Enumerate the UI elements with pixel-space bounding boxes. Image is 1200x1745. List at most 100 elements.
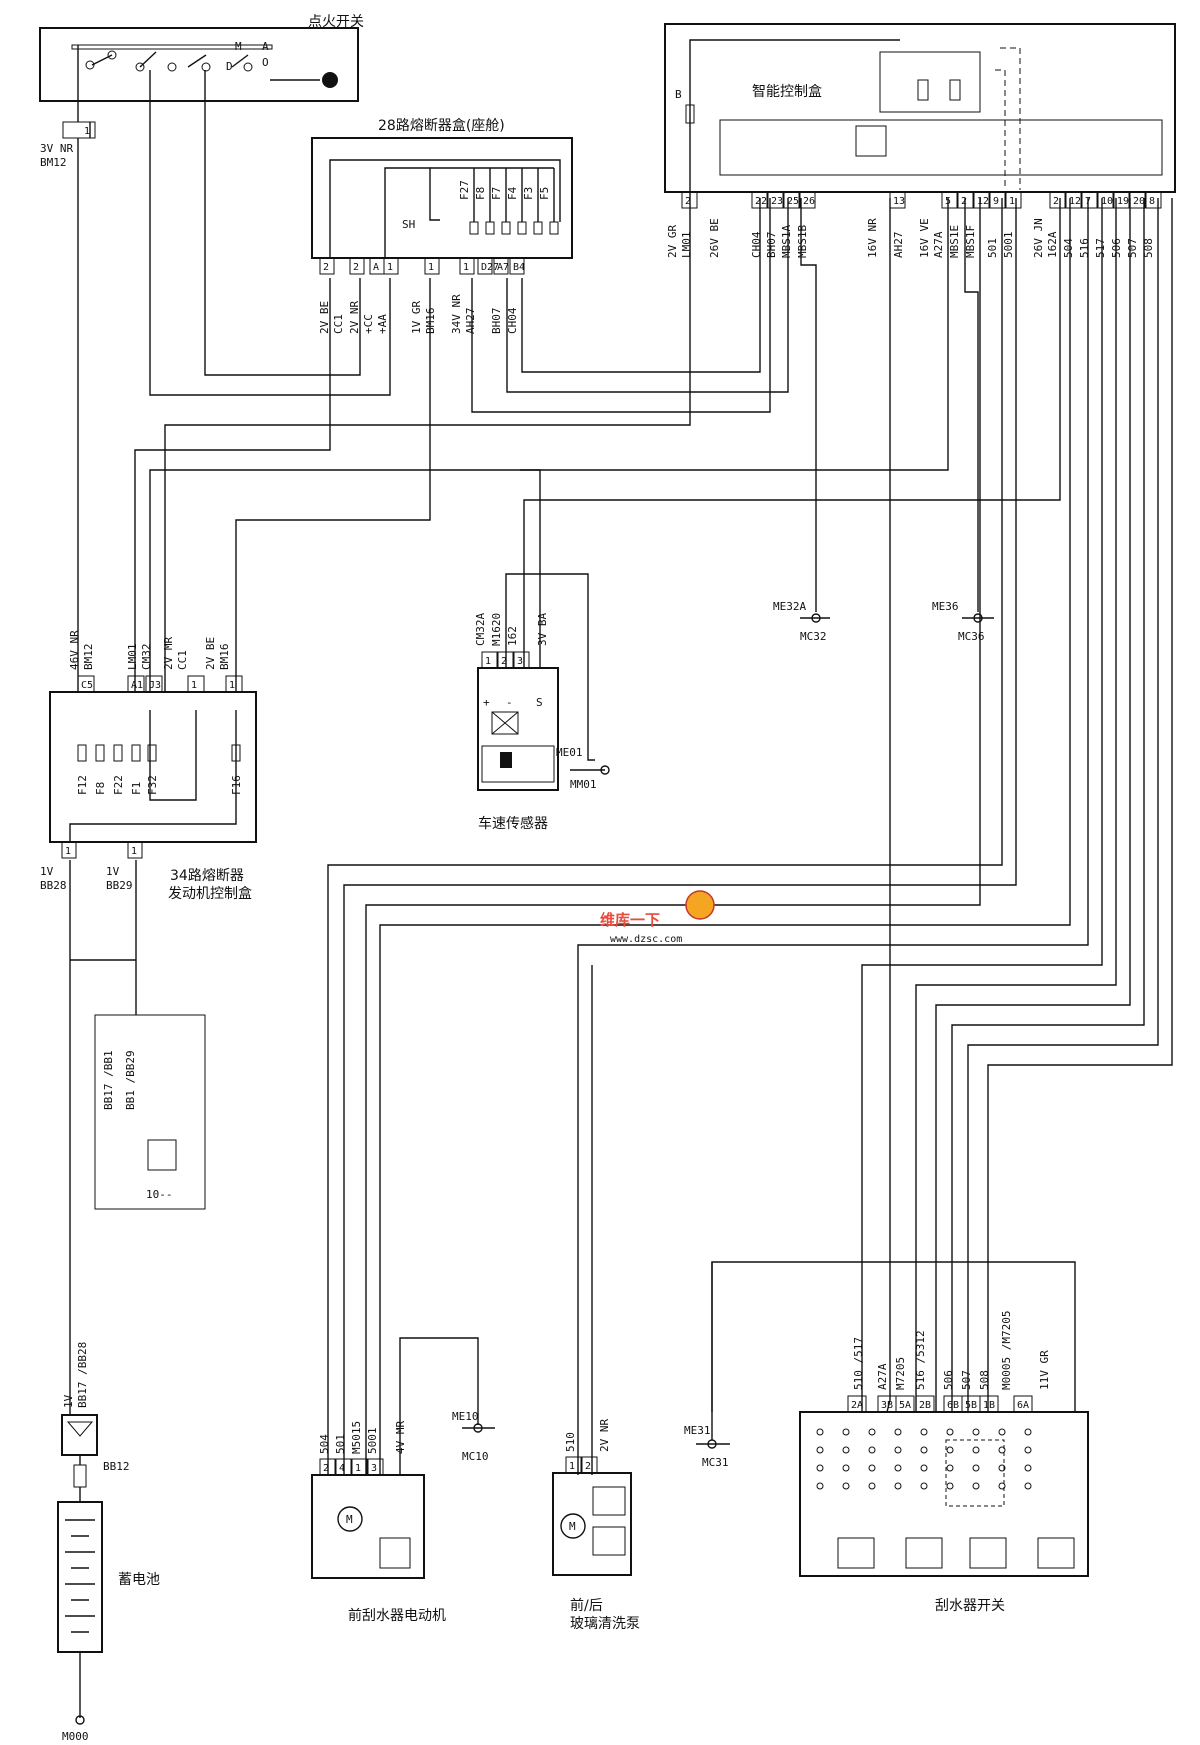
wire-label: 501 [334, 1434, 347, 1454]
smart-box-pin: 2 [961, 196, 967, 207]
speed-sensor-pin: 1 [485, 656, 491, 667]
fuse-box-28-title: 28路熔断器盒(座舱) [378, 117, 505, 134]
contact [842, 1464, 850, 1472]
fuse [95, 744, 105, 762]
contact [998, 1482, 1006, 1490]
wire-label: 507 [960, 1370, 973, 1390]
wire-label: 162A [1046, 231, 1059, 258]
contact [972, 1482, 980, 1490]
ground-label: MC10 [462, 1450, 489, 1463]
pin-box [1097, 191, 1114, 209]
pin-box [565, 1456, 582, 1474]
wire-label: LM01 [680, 232, 693, 259]
fuse-box-34-pin: C5 [81, 680, 93, 691]
fuse-label: F12 [76, 775, 89, 795]
wire-label: 5001 [1002, 232, 1015, 259]
smart-box-pin: 23 [771, 196, 783, 207]
wiper-switch-pin: 5B [965, 1400, 977, 1411]
fuse-label: F32 [146, 775, 159, 795]
battery: 蓄电池 BB12 M000 [57, 1414, 160, 1743]
washer-pump-title-2: 玻璃清洗泵 [570, 1615, 640, 1632]
wire-label: 1V [40, 865, 54, 878]
smart-box-pin: 1 [1009, 196, 1015, 207]
wire-label: 2V NR [598, 1419, 611, 1452]
contact [894, 1464, 902, 1472]
speed-sensor-pin: 2 [501, 656, 507, 667]
wire-label: CM32A [474, 613, 487, 646]
wire-label: 2V BE [204, 637, 217, 670]
washer-pump-pin: 1 [569, 1461, 575, 1472]
smart-box-pin: 9 [993, 196, 999, 207]
contact [920, 1464, 928, 1472]
fuse-box-28-pin: 1 [428, 262, 434, 273]
wire-label: 2V GR [666, 225, 679, 258]
wire-label: A27A [932, 231, 945, 258]
pin-box [989, 191, 1006, 209]
ignition-switch-title: 点火开关 [308, 14, 364, 30]
watermark-url: www.dzsc.com [610, 934, 682, 945]
wire-label: 508 [978, 1370, 991, 1390]
wire-label: BH07 [765, 232, 778, 259]
wires [69, 45, 1173, 1725]
wire-label: AH27 [892, 232, 905, 259]
pin-box [799, 191, 816, 209]
fuse [147, 744, 157, 762]
smart-box-pin: 12 [1069, 196, 1081, 207]
ground-label: ME32A [773, 600, 806, 613]
fuse-box-34-pin: 1 [131, 846, 137, 857]
fuse-box-28-pin: 1 [463, 262, 469, 273]
pin-box [1113, 191, 1130, 209]
wiper-switch-pin: 5A [899, 1400, 911, 1411]
wire-label: BH07 [490, 308, 503, 335]
wire-label: +AA [376, 314, 389, 334]
wiper-motor-pin: 3 [371, 1463, 377, 1474]
pin-box [351, 1458, 368, 1476]
fuse-box-28-pin: D27 [481, 262, 499, 273]
wire-label: MBS1A [780, 225, 793, 258]
fuse-box-34-pin: 1 [229, 680, 235, 691]
wire-label: M7205 [894, 1357, 907, 1390]
wm-m: M [346, 1513, 353, 1526]
ss-plus: + [483, 696, 490, 709]
ground-label: MC31 [702, 1456, 729, 1469]
contact [920, 1446, 928, 1454]
ground-label: ME31 [684, 1424, 711, 1437]
wiper-switch-title: 刮水器开关 [935, 1598, 1005, 1614]
pin-box [847, 1395, 867, 1413]
contact [894, 1482, 902, 1490]
starter-box: 10-- [94, 1014, 206, 1210]
fuse-box-28-pin: A [373, 262, 379, 273]
pin-box [319, 257, 335, 275]
fuse-box-28-pin: 1 [387, 262, 393, 273]
smart-box-pin: 12 [977, 196, 989, 207]
battery-title: 蓄电池 [118, 1572, 160, 1588]
contact [842, 1446, 850, 1454]
pin-box [973, 191, 990, 209]
pin-box [1145, 191, 1162, 209]
ground-mc32: ME32A MC32 [773, 600, 830, 643]
wire-label: 3V NR [40, 142, 73, 155]
wire-label: 26V JN [1032, 218, 1045, 258]
fuse-box-28-pin: 2 [323, 262, 329, 273]
pin-box [481, 651, 498, 669]
contact [972, 1464, 980, 1472]
sh-label: SH [402, 218, 415, 231]
wire-label: LM01 [126, 644, 139, 671]
ground-mc31: ME31 MC31 [684, 1424, 730, 1469]
contact [842, 1482, 850, 1490]
contact [972, 1428, 980, 1436]
smart-box-pin: 20 [1133, 196, 1145, 207]
wire-label: 1V GR [410, 301, 423, 334]
contact [946, 1482, 954, 1490]
starter-box-label: 10-- [146, 1188, 173, 1201]
wire-label: 2V BE [318, 301, 331, 334]
smart-box-pin: 2 [1053, 196, 1059, 207]
fuse-label: F22 [112, 775, 125, 795]
contact [998, 1446, 1006, 1454]
washer-pump-pin: 2 [585, 1461, 591, 1472]
battery-fuse-label: BB12 [103, 1460, 130, 1473]
contact [972, 1446, 980, 1454]
smart-box-pin: 22 [755, 196, 767, 207]
